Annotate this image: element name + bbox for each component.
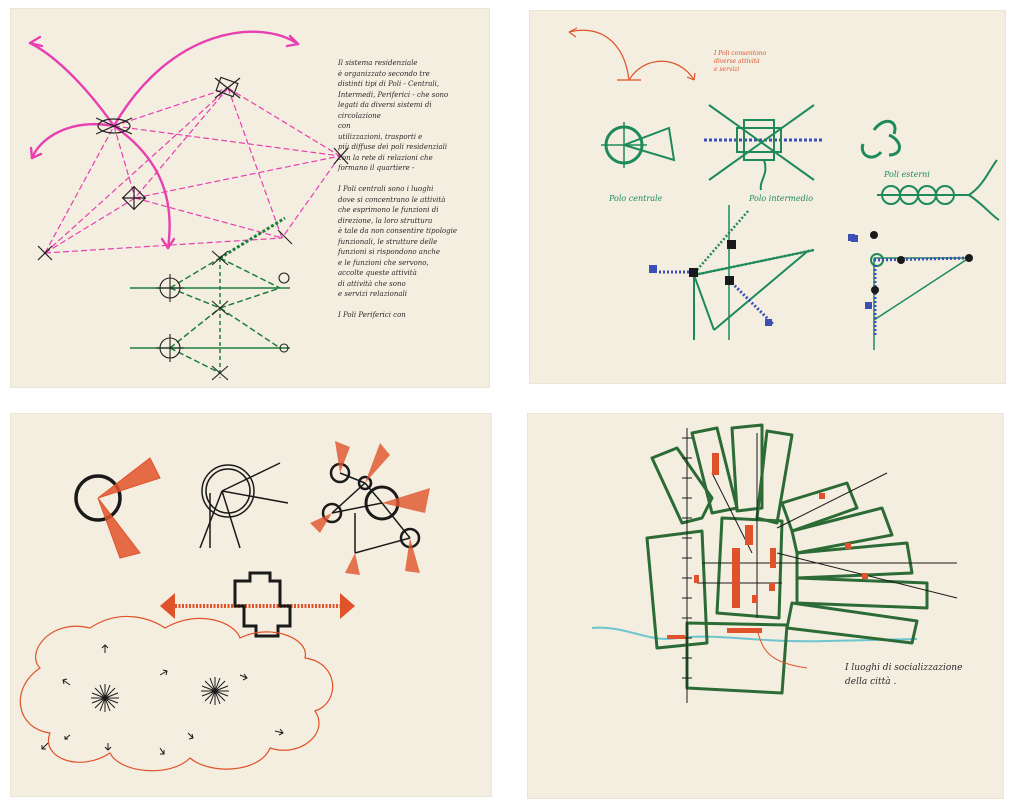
label-polo-centrale: Polo centrale	[609, 194, 663, 203]
label-polo-intermedio: Polo intermedio	[749, 194, 814, 203]
network-sketch	[28, 30, 349, 381]
label-poli-esterni: Poli esterni	[884, 170, 930, 179]
city-map-sketch	[591, 423, 958, 703]
cloud-symbols-sketch	[19, 441, 430, 772]
drawing-sheet-poli-symbols: Polo centrale Polo intermedio Poli ester…	[529, 10, 1006, 384]
drawing-sheet-cloud-symbols	[10, 413, 492, 797]
handwritten-notes: Il sistema residenziale è organizzato se…	[338, 59, 458, 319]
caption-luoghi-socializzazione: I luoghi di socializzazione della città …	[845, 663, 963, 687]
drawing-sheet-city-map: I luoghi di socializzazione della città …	[527, 413, 1004, 799]
orange-note: I Poli consentono diverse attività e ser…	[714, 50, 767, 73]
poli-symbols-sketch	[568, 27, 1000, 350]
drawing-sheet-network: Il sistema residenziale è organizzato se…	[10, 8, 490, 388]
